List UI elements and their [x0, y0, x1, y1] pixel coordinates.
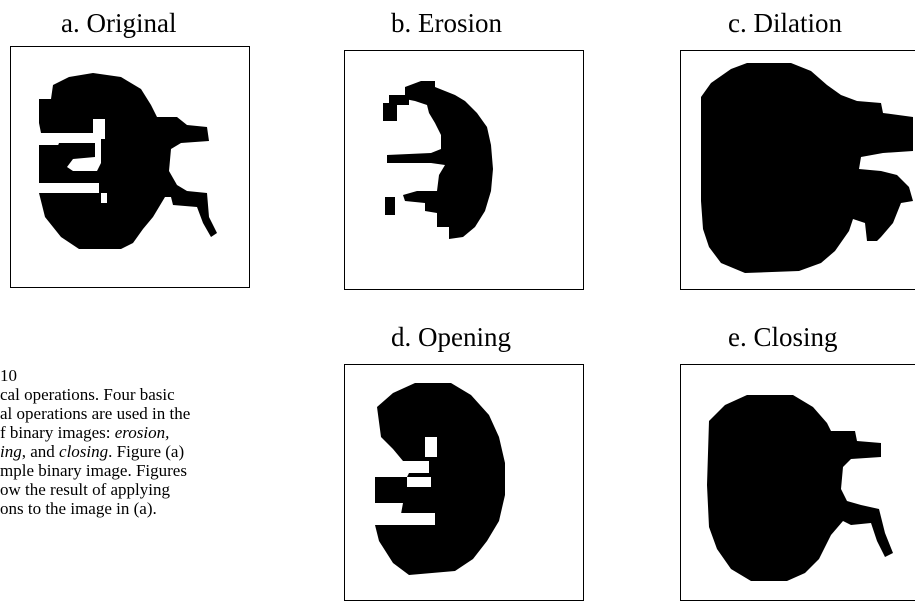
- caption-line-2: al operations are used in the: [0, 404, 191, 423]
- caption-line-4: ing, and closing. Figure (a): [0, 442, 300, 461]
- panel-closing: [680, 364, 915, 601]
- panel-opening: [344, 364, 584, 601]
- shape-opening: [375, 383, 505, 575]
- panel-title-closing: e. Closing: [728, 322, 838, 352]
- caption-line-3-text: f binary images:: [0, 423, 115, 442]
- caption-line-5: mple binary image. Figures: [0, 461, 187, 480]
- caption-number: 10: [0, 366, 17, 385]
- caption-line-4-text: , and: [21, 442, 60, 461]
- panel-dilation: [680, 50, 915, 290]
- caption-line-7: ons to the image in (a).: [0, 499, 157, 518]
- caption-line-4-em2: closing: [59, 442, 109, 461]
- shape-dilation: [701, 63, 913, 273]
- caption-line-3-em: erosion,: [114, 423, 170, 442]
- panel-original: [10, 46, 250, 288]
- figure-caption: 10 cal operations. Four basic al operati…: [0, 366, 300, 518]
- panel-title-dilation: c. Dilation: [728, 8, 842, 38]
- caption-line-4-em: ing: [0, 442, 22, 461]
- caption-line-1: cal operations. Four basic: [0, 385, 175, 404]
- caption-line-4-end: . Figure (a): [108, 442, 185, 461]
- caption-line-3: f binary images: erosion,: [0, 423, 300, 442]
- shape-erosion: [383, 81, 493, 239]
- panel-erosion: [344, 50, 584, 290]
- panel-title-original: a. Original: [61, 8, 177, 38]
- shape-closing: [707, 395, 893, 581]
- shape-original: [39, 73, 217, 249]
- caption-line-6: ow the result of applying: [0, 480, 170, 499]
- panel-title-opening: d. Opening: [391, 322, 511, 352]
- panel-title-erosion: b. Erosion: [391, 8, 502, 38]
